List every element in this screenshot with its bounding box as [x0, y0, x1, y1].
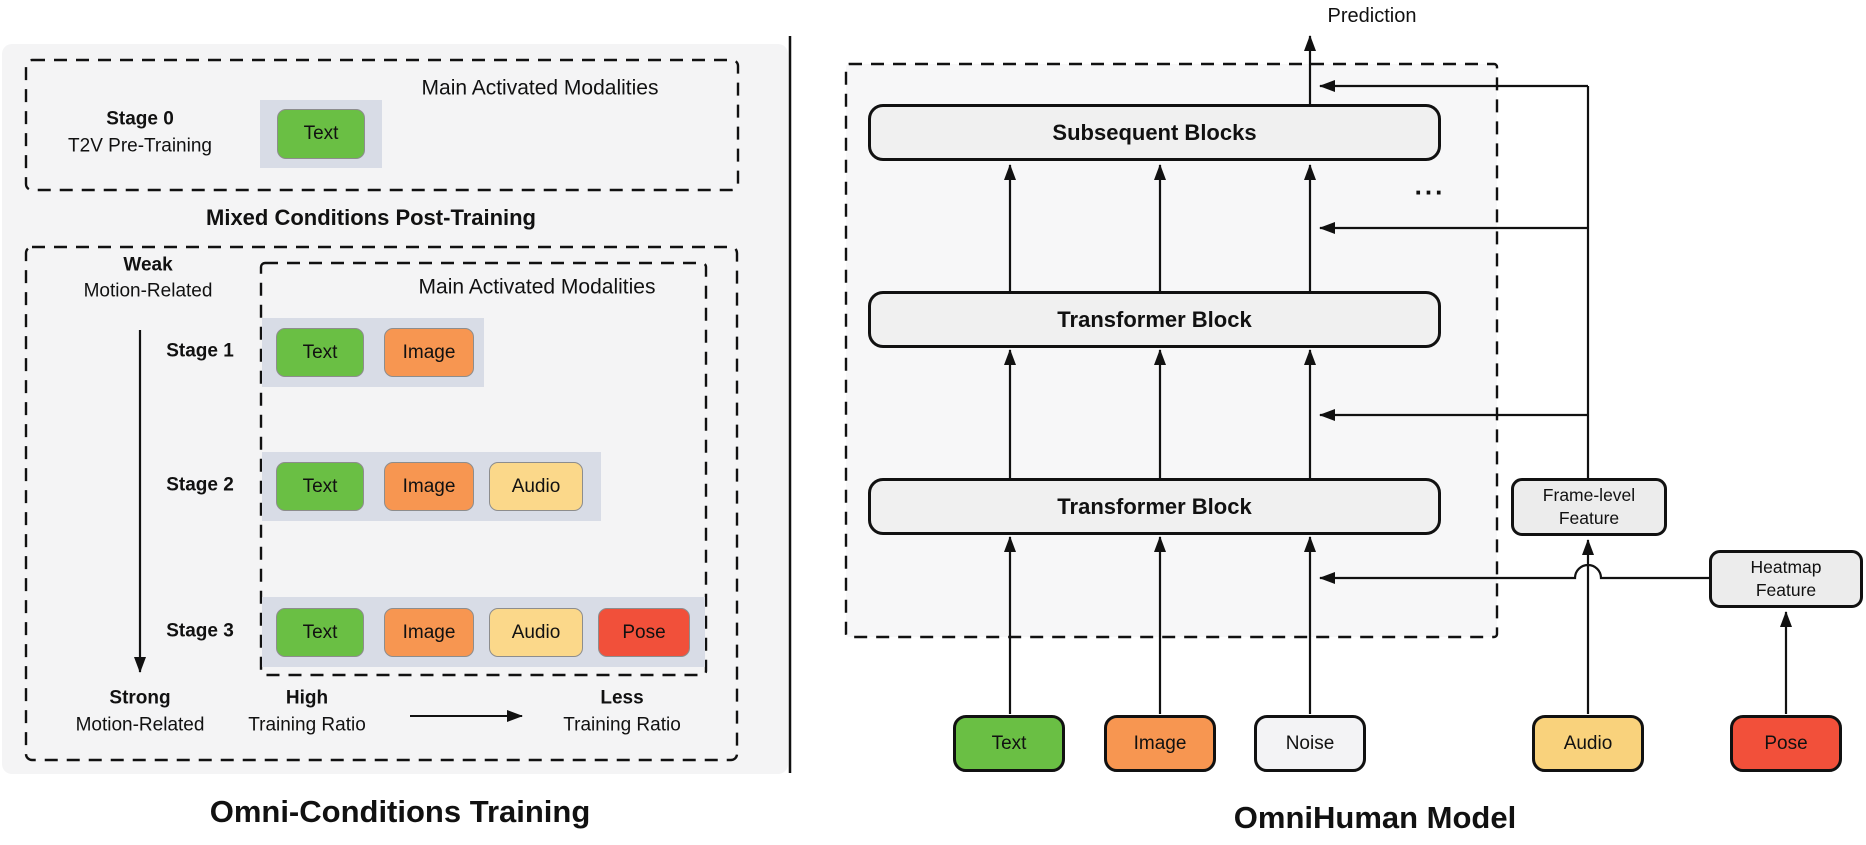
transformer-block-lower: Transformer Block [868, 478, 1441, 535]
less-sublabel: Training Ratio [563, 714, 681, 736]
input-audio-chip: Audio [1532, 715, 1644, 772]
frame-level-feature-box: Frame-level Feature [1511, 478, 1667, 536]
subsequent-blocks-box: Subsequent Blocks [868, 104, 1441, 161]
input-image-chip: Image [1104, 715, 1216, 772]
weak-label: Weak [123, 254, 173, 276]
heatmap-feature-line2: Feature [1755, 580, 1817, 600]
stage2-strip: Text Image Audio [262, 452, 601, 521]
modalities-heading: Main Activated Modalities [418, 275, 656, 299]
stage1-image-chip: Image [384, 328, 474, 377]
stage2-text-chip: Text [276, 462, 364, 511]
modalities-dashed-box [259, 261, 708, 677]
stage2-image-chip: Image [384, 462, 474, 511]
stage3-strip: Text Image Audio Pose [262, 597, 705, 667]
heatmap-feature-line1: Heatmap [1750, 557, 1822, 578]
prediction-label: Prediction [1327, 5, 1417, 27]
high-sublabel: Training Ratio [248, 714, 366, 736]
input-noise-chip: Noise [1254, 715, 1366, 772]
stage0-sublabel: T2V Pre-Training [68, 135, 212, 157]
less-label: Less [600, 687, 644, 709]
stage0-strip: Text [260, 100, 382, 168]
left-figure-title: Omni-Conditions Training [209, 793, 591, 829]
stage3-audio-chip: Audio [489, 608, 583, 657]
input-pose-chip: Pose [1730, 715, 1842, 772]
weak-sublabel: Motion-Related [83, 280, 213, 302]
input-text-chip: Text [953, 715, 1065, 772]
stage1-label: Stage 1 [166, 340, 234, 362]
high-label: High [285, 687, 329, 709]
stage3-label: Stage 3 [166, 620, 234, 642]
heatmap-feature-box: Heatmap Feature [1709, 550, 1863, 608]
stage1-strip: Text Image [262, 318, 484, 387]
frame-level-feature-line2: Feature [1558, 508, 1620, 528]
ellipsis-label: ... [1414, 170, 1446, 201]
strong-sublabel: Motion-Related [75, 714, 205, 736]
stage1-text-chip: Text [276, 328, 364, 377]
stage0-label: Stage 0 [106, 108, 174, 130]
stage0-text-chip: Text [277, 109, 365, 159]
strong-label: Strong [109, 687, 171, 709]
stage2-audio-chip: Audio [489, 462, 583, 511]
stage0-heading: Main Activated Modalities [421, 76, 659, 100]
stage2-label: Stage 2 [166, 474, 234, 496]
heatmap-inject-arrow [1319, 563, 1709, 584]
right-figure-title: OmniHuman Model [1233, 799, 1517, 835]
stage3-pose-chip: Pose [598, 608, 690, 657]
stage3-image-chip: Image [384, 608, 474, 657]
post-training-dashed-box [24, 245, 739, 762]
transformer-block-upper: Transformer Block [868, 291, 1441, 348]
frame-level-feature-line1: Frame-level [1542, 485, 1636, 506]
post-training-title: Mixed Conditions Post-Training [206, 204, 536, 230]
stage3-text-chip: Text [276, 608, 364, 657]
